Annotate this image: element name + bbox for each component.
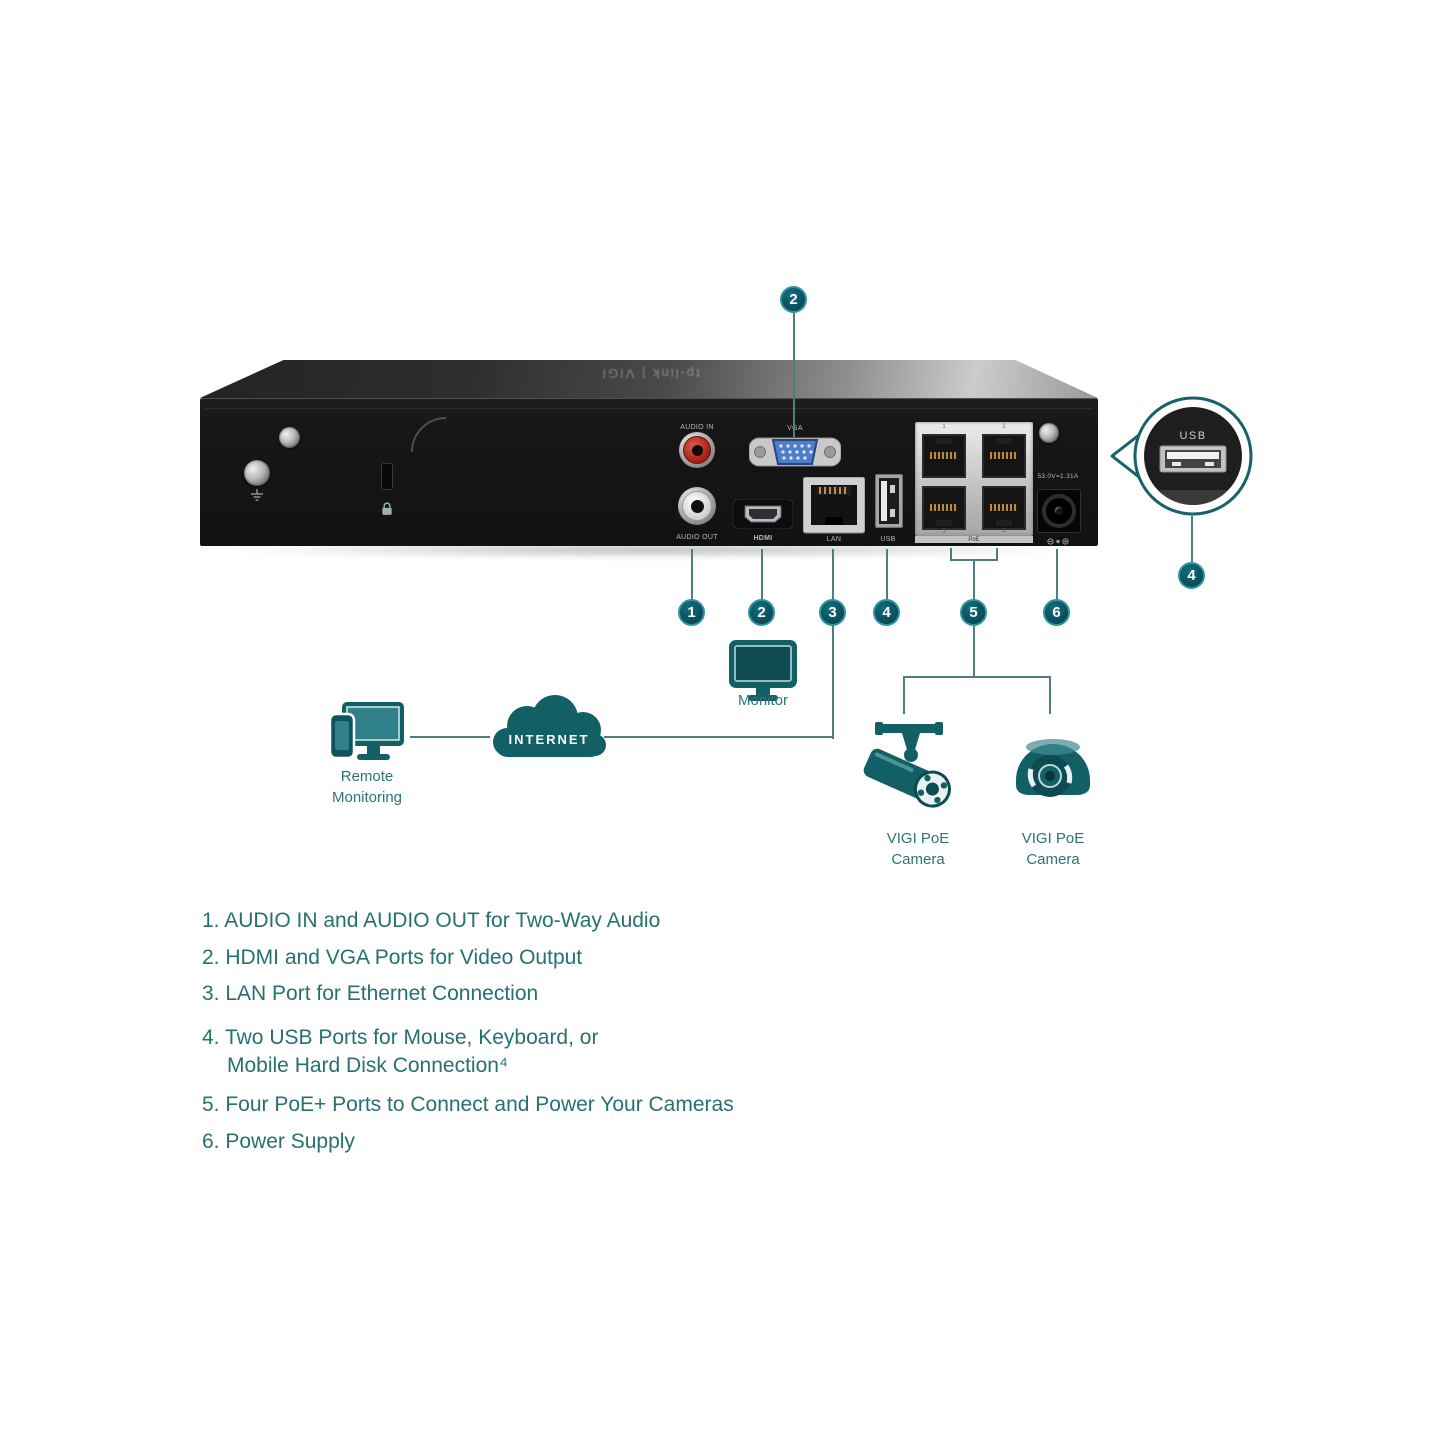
- lan-connect-line-down: [832, 625, 834, 739]
- vga-label: VGA: [787, 425, 803, 432]
- audio-in-label: AUDIO IN: [680, 424, 714, 431]
- callout-line-1: [691, 549, 693, 600]
- callout-6: 6: [1043, 599, 1070, 626]
- callout-line-5a: [950, 548, 952, 561]
- legend-item-3: 3. LAN Port for Ethernet Connection: [202, 982, 539, 1005]
- internet-line-left: [410, 736, 490, 738]
- camera-branch-line-h: [903, 676, 1051, 678]
- camera-branch-line-left: [903, 676, 905, 714]
- callout-line-6: [1056, 549, 1058, 600]
- legend-item-1: 1. AUDIO IN and AUDIO OUT for Two-Way Au…: [202, 909, 661, 932]
- callout-line-5d: [973, 559, 975, 601]
- callout-4-zoom: 4: [1178, 562, 1205, 589]
- hdmi-label: HDMI: [753, 535, 773, 542]
- panel-arc-detail: [411, 417, 447, 453]
- poe-strip: [915, 536, 1033, 543]
- nvr-top-logo: tp-link | VIGI: [600, 366, 700, 381]
- legend-item-2: 2. HDMI and VGA Ports for Video Output: [202, 946, 583, 969]
- bullet-camera-label: VIGI PoE: [886, 830, 950, 847]
- internet-cloud-icon: INTERNET: [493, 695, 606, 757]
- callout-5: 5: [960, 599, 987, 626]
- kensington-slot: [381, 463, 393, 490]
- audio-in-port: [679, 432, 715, 468]
- audio-out-label: AUDIO OUT: [676, 534, 718, 541]
- internet-line-right: [604, 736, 834, 738]
- dome-camera-icon: [1016, 739, 1090, 797]
- camera-branch-line-right: [1049, 676, 1051, 714]
- dome-camera-label: VIGI PoE: [1021, 830, 1085, 847]
- monitor-label: Monitor: [737, 692, 789, 709]
- camera-branch-line-down: [973, 625, 975, 678]
- callout-line-5b: [996, 548, 998, 561]
- usb-port: [875, 474, 903, 528]
- usb-zoom-magnifier: USB: [1110, 396, 1253, 516]
- internet-label: INTERNET: [509, 732, 590, 747]
- usb-label: USB: [880, 536, 896, 543]
- callout-2-top: 2: [780, 286, 807, 313]
- bullet-camera-icon: [863, 722, 951, 808]
- nvr-top-face: [200, 360, 1098, 398]
- remote-monitoring-label: Remote: [340, 768, 394, 785]
- power-jack: [1037, 489, 1081, 533]
- ground-icon: [251, 489, 263, 501]
- callout-line-2: [761, 549, 763, 600]
- poe-port-2: [982, 434, 1026, 478]
- poe-port-number: 4: [1002, 529, 1006, 535]
- lan-label: LAN: [826, 536, 842, 543]
- polarity-icon: [1047, 538, 1069, 545]
- callout-4: 4: [873, 599, 900, 626]
- screw-icon: [1039, 423, 1059, 443]
- callout-2: 2: [748, 599, 775, 626]
- lan-port: [803, 477, 865, 534]
- panel-seam: [205, 408, 1093, 409]
- poe-port-3: [922, 486, 966, 530]
- audio-out-port: [678, 487, 716, 525]
- poe-port-number: 2: [1002, 424, 1006, 430]
- legend-item-6: 6. Power Supply: [202, 1130, 355, 1153]
- hdmi-port: [733, 499, 793, 529]
- bullet-camera-label: Camera: [891, 851, 945, 868]
- remote-monitoring-icon: [328, 702, 404, 760]
- lock-icon: [382, 502, 392, 515]
- poe-port-1: [922, 434, 966, 478]
- legend-item-5: 5. Four PoE+ Ports to Connect and Power …: [202, 1093, 734, 1116]
- callout-line-3: [832, 549, 834, 600]
- power-rating-label: 53.0V=1.31A: [1037, 473, 1079, 480]
- monitor-icon: [729, 640, 797, 701]
- screw-icon: [279, 427, 300, 448]
- poe-group-label: PoE: [968, 537, 980, 543]
- dome-camera-label: Camera: [1026, 851, 1080, 868]
- screw-icon: [244, 460, 270, 486]
- device-shadow: [215, 542, 1085, 558]
- legend-item-4: 4. Two USB Ports for Mouse, Keyboard, or: [202, 1026, 599, 1049]
- poe-port-number: 3: [942, 529, 946, 535]
- vga-port: [749, 437, 841, 467]
- poe-port-4: [982, 486, 1026, 530]
- callout-line-4: [886, 549, 888, 600]
- callout-line-vga: [793, 312, 795, 437]
- callout-1: 1: [678, 599, 705, 626]
- remote-monitoring-label: Monitoring: [331, 789, 403, 806]
- legend-item-4-line2: Mobile Hard Disk Connection⁴: [227, 1054, 508, 1077]
- usb-zoom-line: [1191, 514, 1193, 563]
- poe-port-number: 1: [942, 424, 946, 430]
- usb-zoom-label: USB: [1179, 430, 1206, 442]
- callout-3: 3: [819, 599, 846, 626]
